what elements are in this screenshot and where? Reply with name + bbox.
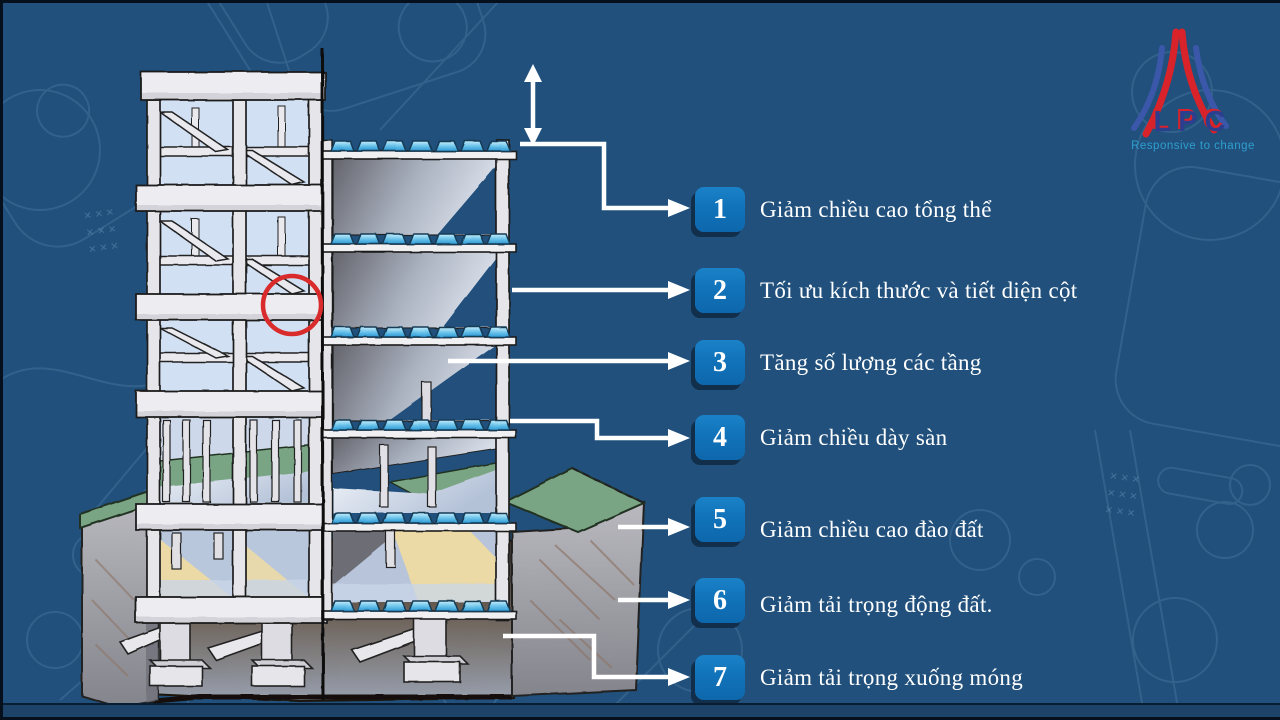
svg-text:× × ×: × × × — [83, 204, 115, 223]
callout-row-4: 4 Giảm chiều dày sàn — [695, 415, 947, 460]
svg-text:× × ×: × × × — [85, 221, 117, 240]
foundation-footings — [118, 617, 470, 687]
svg-text:× × ×: × × × — [88, 238, 120, 257]
callout-row-7: 7 Giảm tải trọng xuống móng — [695, 655, 1023, 700]
callout-row-2: 2 Tối ưu kích thước và tiết diện cột — [695, 268, 1077, 313]
voided-slab-rows — [321, 140, 517, 620]
callout-badge-7: 7 — [695, 655, 745, 700]
callout-row-5: 5 Giảm chiều cao đào đất — [695, 497, 984, 542]
callout-label-7: Giảm tải trọng xuống móng — [760, 664, 1024, 690]
callout-label-6: Giảm tải trọng động đất. — [760, 591, 993, 617]
callout-line-1 — [520, 141, 670, 211]
red-circle-annotation — [260, 273, 324, 337]
callout-label-5: Giảm chiều cao đào đất — [760, 516, 984, 542]
lpc-logo: LPC Responsive to change — [1118, 24, 1268, 158]
left-building-section — [135, 71, 328, 624]
callout-line-7 — [503, 633, 670, 680]
logo-brand: LPC — [1153, 106, 1233, 138]
callout-badge-4: 4 — [695, 415, 745, 460]
logo-tagline: Responsive to change — [1131, 140, 1255, 152]
callout-label-2: Tối ưu kích thước và tiết diện cột — [760, 277, 1078, 303]
svg-text:× × ×: × × × — [1106, 485, 1138, 504]
callout-row-1: 1 Giảm chiều cao tổng thể — [695, 187, 992, 232]
slide-border-left — [0, 0, 3, 720]
callout-badge-5: 5 — [695, 497, 745, 542]
right-building-section — [321, 139, 517, 621]
logo-swoosh-icon — [1131, 28, 1229, 138]
callout-row-3: 3 Tăng số lượng các tầng — [695, 340, 982, 385]
callout-label-3: Tăng số lượng các tầng — [760, 349, 982, 375]
callout-label-1: Giảm chiều cao tổng thể — [760, 196, 992, 222]
callout-row-6: 6 Giảm tải trọng động đất. — [695, 578, 993, 623]
callout-label-4: Giảm chiều dày sàn — [760, 424, 948, 450]
bottom-bar — [0, 703, 1280, 720]
svg-text:× × ×: × × × — [1104, 501, 1136, 520]
callout-badge-3: 3 — [695, 340, 745, 385]
callout-badge-2: 2 — [695, 268, 745, 313]
svg-text:× × ×: × × × — [1109, 468, 1141, 487]
callout-line-4 — [510, 418, 670, 441]
callout-arrows — [448, 80, 670, 680]
section-divider-line — [320, 47, 325, 701]
earth-block-right — [502, 466, 647, 698]
slide-border-top — [0, 0, 1280, 3]
slide-border-bottom — [0, 717, 1280, 720]
arrowheads — [524, 64, 690, 686]
callout-badge-6: 6 — [695, 578, 745, 623]
callout-badge-1: 1 — [695, 187, 745, 232]
